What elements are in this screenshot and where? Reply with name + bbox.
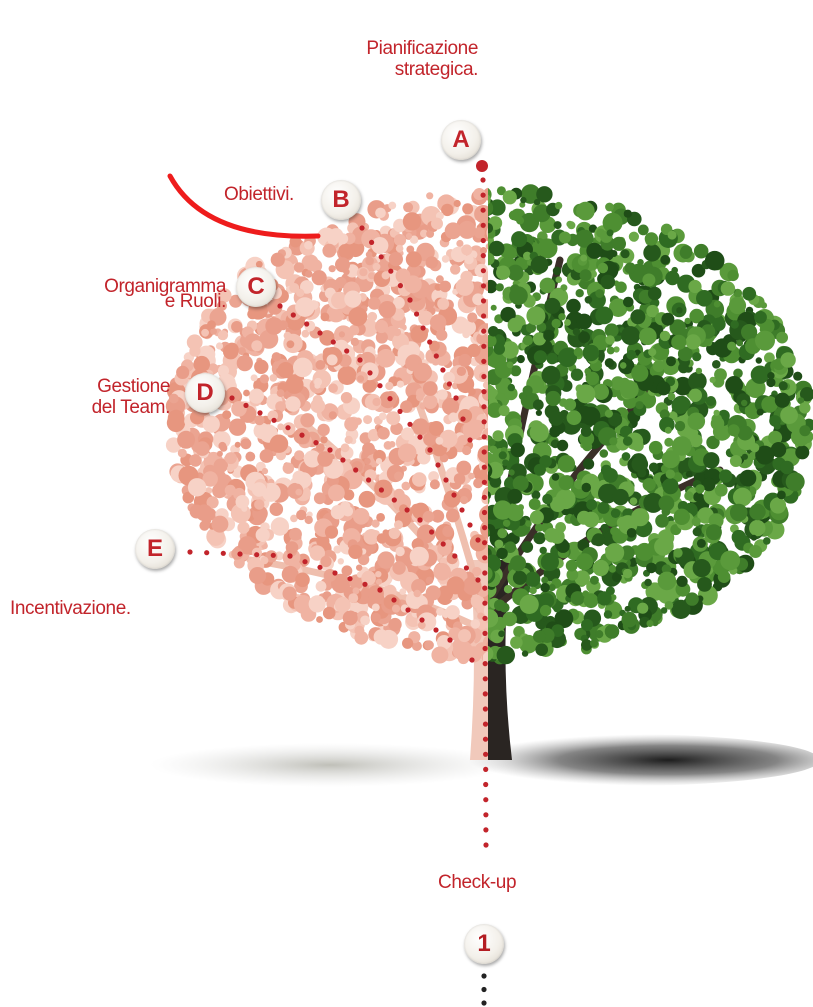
label-b: Obiettivi. [224, 184, 294, 205]
label-e-line1: Incentivazione. [10, 598, 131, 619]
badge-b: B [321, 180, 361, 220]
label-d-line2: del Team. [72, 397, 170, 418]
label-c: Organigramma e Ruoli. [92, 276, 226, 312]
badge-checkup: 1 [464, 924, 504, 964]
badge-e: E [135, 529, 175, 569]
label-checkup-text: Check-up [438, 872, 516, 893]
label-e: Incentivazione. [10, 598, 131, 619]
label-a-line1: Pianificazione [340, 38, 478, 59]
label-d: Gestione del Team. [72, 376, 170, 418]
label-b-line1: Obiettivi. [224, 184, 294, 205]
label-a: Pianificazione strategica. [340, 38, 478, 80]
badge-a: A [441, 120, 481, 160]
badge-c: C [236, 267, 276, 307]
label-a-line2: strategica. [340, 59, 478, 80]
label-checkup: Check-up [438, 872, 516, 893]
badge-d: D [185, 373, 225, 413]
label-d-line1: Gestione [72, 376, 170, 397]
